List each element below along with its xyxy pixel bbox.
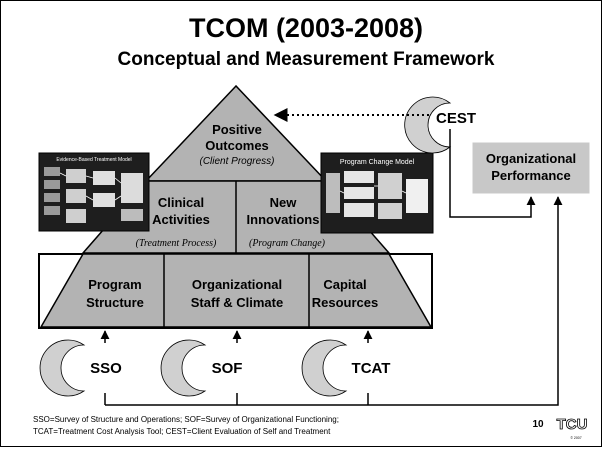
footer-abbreviations-line2: TCAT=Treatment Cost Analysis Tool; CEST=… xyxy=(33,427,331,436)
organizational-performance-line2: Performance xyxy=(491,168,570,183)
sso-label: SSO xyxy=(90,360,122,377)
sso-badge: SSO xyxy=(39,339,122,397)
organizational-performance-line1: Organizational xyxy=(486,151,576,166)
clinical-activities-line1: Clinical xyxy=(158,195,204,210)
right-thumbnail-title: Program Change Model xyxy=(340,159,415,166)
capital-resources-line1: Capital xyxy=(323,277,366,292)
cest-to-performance-connector xyxy=(449,129,536,218)
program-change-model-thumbnail: Program Change Model xyxy=(320,152,434,234)
left-thumbnail-title: Evidence-Based Treatment Model xyxy=(56,157,131,163)
sso-crescent-icon xyxy=(39,339,86,397)
positive-outcomes-label-line1: Positive xyxy=(212,122,262,137)
sof-label: SOF xyxy=(212,360,243,377)
tcu-logo-copyright: © 2007 xyxy=(570,436,581,440)
organizational-staff-line2: Staff & Climate xyxy=(191,295,283,310)
tcu-logo: TCU © 2007 xyxy=(556,416,588,440)
tcu-logo-text: TCU xyxy=(557,416,588,433)
program-structure-line2: Structure xyxy=(86,295,144,310)
footer-abbreviations-line1: SSO=Survey of Structure and Operations; … xyxy=(33,415,339,424)
positive-outcomes-label-line2: Outcomes xyxy=(205,138,269,153)
organizational-staff-line1: Organizational xyxy=(192,277,282,292)
tcat-crescent-icon xyxy=(301,339,348,397)
treatment-process-label: (Treatment Process) xyxy=(136,238,217,249)
organizational-performance-box xyxy=(472,142,590,194)
program-structure-line1: Program xyxy=(88,277,141,292)
new-innovations-line2: Innovations xyxy=(247,212,320,227)
clinical-activities-line2: Activities xyxy=(152,212,210,227)
capital-resources-line2: Resources xyxy=(312,295,378,310)
cest-badge: CEST xyxy=(404,96,476,154)
program-change-label: (Program Change) xyxy=(249,238,326,249)
sof-badge: SOF xyxy=(160,339,243,397)
sof-crescent-icon xyxy=(160,339,207,397)
cest-crescent-icon xyxy=(404,96,452,154)
pyramid-base-section xyxy=(39,253,433,328)
new-innovations-line1: New xyxy=(270,195,298,210)
slide-subtitle: Conceptual and Measurement Framework xyxy=(118,49,495,70)
tcat-badge: TCAT xyxy=(301,339,391,397)
bottom-feedback-connector xyxy=(105,196,563,406)
evidence-based-model-thumbnail: Evidence-Based Treatment Model xyxy=(38,152,150,232)
cest-label: CEST xyxy=(436,110,476,127)
slide-title: TCOM (2003-2008) xyxy=(189,13,423,43)
tcat-label: TCAT xyxy=(352,360,391,377)
client-progress-label: (Client Progress) xyxy=(199,156,274,167)
page-number: 10 xyxy=(532,419,544,430)
